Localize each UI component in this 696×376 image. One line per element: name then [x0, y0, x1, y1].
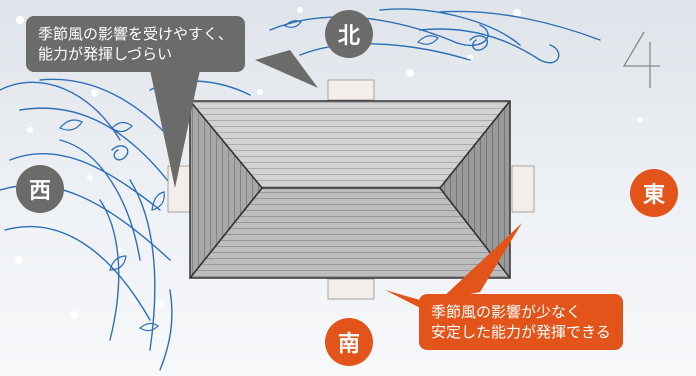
south-label: 南	[325, 318, 373, 366]
windows	[167, 79, 535, 300]
south-side-callout-line2: 安定した能力が発揮できる	[431, 323, 611, 341]
gray-callout-tail	[150, 70, 200, 188]
roof-west-face	[189, 100, 263, 279]
south-side-callout: 季節風の影響が少なく 安定した能力が発揮できる	[419, 294, 623, 350]
north-window	[327, 79, 375, 101]
winter-wind-callout: 季節風の影響を受けやすく、 能力が発揮しづらい	[26, 16, 246, 72]
leaves	[59, 20, 439, 332]
south-side-callout-line1: 季節風の影響が少なく	[431, 303, 582, 321]
hip-roof	[189, 100, 511, 279]
east-window	[511, 165, 535, 213]
north-label: 北	[325, 10, 373, 58]
gray-callout-tail-2	[255, 50, 318, 88]
orange-callout-tail	[440, 223, 522, 300]
winter-wind-callout-line1: 季節風の影響を受けやすく、	[38, 25, 234, 43]
winter-wind-callout-line2: 能力が発揮しづらい	[38, 45, 173, 63]
west-label: 西	[16, 165, 64, 213]
south-window	[327, 278, 375, 300]
roof-east-face	[439, 100, 511, 279]
page-number-glyph	[622, 31, 660, 88]
snow-dots	[15, 7, 643, 319]
west-window	[167, 165, 191, 213]
east-label: 東	[630, 169, 678, 217]
